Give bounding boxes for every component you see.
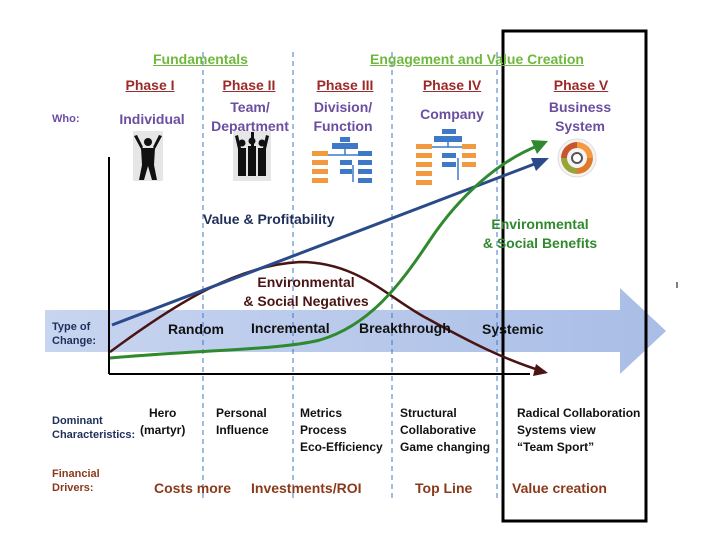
- characteristics-phase-5: Radical Collaboration Systems view “Team…: [517, 405, 640, 456]
- characteristics-phase-4: Structural Collaborative Game changing: [400, 405, 490, 456]
- phase-v-highlight-box: [501, 29, 648, 523]
- who-company: Company: [420, 106, 484, 122]
- who-team-department: Team/ Department: [206, 98, 294, 136]
- business-system-cycle-icon: [557, 138, 597, 178]
- char-3-line1: Metrics: [300, 406, 343, 420]
- char-5-line1: Radical Collaboration: [517, 406, 641, 420]
- who-team-line1: Team/: [230, 99, 270, 115]
- who-team-line2: Department: [211, 118, 289, 134]
- env-negatives-line1: Environmental: [257, 274, 355, 290]
- individual-silhouette-icon: [133, 131, 163, 181]
- who-business-system: Business System: [540, 98, 620, 136]
- type-of-change-label: Type of Change:: [52, 320, 96, 348]
- type-of-change-line1: Type of: [52, 321, 91, 333]
- value-profitability-label: Value & Profitability: [203, 211, 335, 227]
- phase-1-label: Phase I: [125, 77, 175, 93]
- change-band-arrow: [45, 288, 666, 374]
- char-4-line2: Collaborative: [400, 423, 477, 437]
- characteristics-phase-2: Personal Influence: [216, 405, 269, 439]
- financial-costs-more: Costs more: [154, 480, 232, 496]
- company-org-chart-icon: [416, 129, 476, 185]
- division-org-chart-icon: [312, 137, 372, 183]
- char-1-line1: Hero: [149, 406, 177, 420]
- dominant-line2: Characteristics:: [52, 429, 136, 441]
- phase-5-label: Phase V: [553, 77, 609, 93]
- env-benefits-curve: [109, 143, 541, 360]
- env-negatives-line2: & Social Negatives: [243, 293, 369, 309]
- env-benefits-line2: & Social Benefits: [482, 235, 598, 251]
- characteristics-phase-3: Metrics Process Eco-Efficiency: [300, 405, 383, 456]
- financial-value-creation: Value creation: [512, 480, 607, 496]
- char-5-line2: Systems view: [517, 423, 596, 437]
- financial-top-line: Top Line: [415, 480, 473, 496]
- env-negatives-arrowhead: [533, 364, 548, 376]
- char-4-line1: Structural: [400, 406, 457, 420]
- dominant-characteristics-label: Dominant Characteristics:: [52, 414, 135, 442]
- financial-investments-roi: Investments/ROI: [251, 480, 362, 496]
- characteristics-phase-1: Hero (martyr): [140, 405, 185, 439]
- change-random: Random: [168, 321, 224, 337]
- who-division-line2: Function: [313, 118, 373, 134]
- who-business-line1: Business: [548, 99, 612, 115]
- who-business-line2: System: [555, 118, 605, 134]
- env-benefits-label: Environmental & Social Benefits: [470, 215, 610, 253]
- who-row-label: Who:: [52, 113, 80, 125]
- change-breakthrough: Breakthrough: [359, 320, 451, 336]
- value-profitability-curve: [111, 161, 538, 327]
- type-of-change-line2: Change:: [52, 335, 96, 347]
- char-5-line3: “Team Sport”: [517, 440, 595, 454]
- env-negatives-curve: [109, 260, 546, 374]
- env-benefits-line1: Environmental: [491, 216, 589, 232]
- change-incremental: Incremental: [251, 320, 330, 336]
- char-2-line1: Personal: [216, 406, 267, 420]
- team-silhouettes-icon: [233, 131, 271, 181]
- value-profitability-arrowhead: [531, 158, 549, 171]
- dominant-line1: Dominant: [52, 415, 103, 427]
- financial-line1: Financial: [52, 468, 100, 480]
- env-negatives-label: Environmental & Social Negatives: [236, 273, 376, 311]
- who-individual: Individual: [119, 111, 185, 127]
- phase-4-label: Phase IV: [422, 77, 482, 93]
- phase-3-label: Phase III: [316, 77, 374, 93]
- financial-drivers-label: Financial Drivers:: [52, 467, 100, 495]
- who-division-line1: Division/: [313, 99, 373, 115]
- char-1-line2: (martyr): [140, 423, 186, 437]
- fundamentals-heading: Fundamentals: [153, 51, 248, 67]
- financial-line2: Drivers:: [52, 482, 94, 494]
- change-systemic: Systemic: [482, 321, 544, 337]
- who-division-function: Division/ Function: [303, 98, 383, 136]
- char-2-line2: Influence: [216, 423, 269, 437]
- phase-2-label: Phase II: [222, 77, 276, 93]
- char-3-line3: Eco-Efficiency: [300, 440, 383, 454]
- env-benefits-arrowhead: [531, 140, 548, 154]
- engagement-heading: Engagement and Value Creation: [370, 51, 584, 67]
- char-3-line2: Process: [300, 423, 347, 437]
- char-4-line3: Game changing: [400, 440, 491, 454]
